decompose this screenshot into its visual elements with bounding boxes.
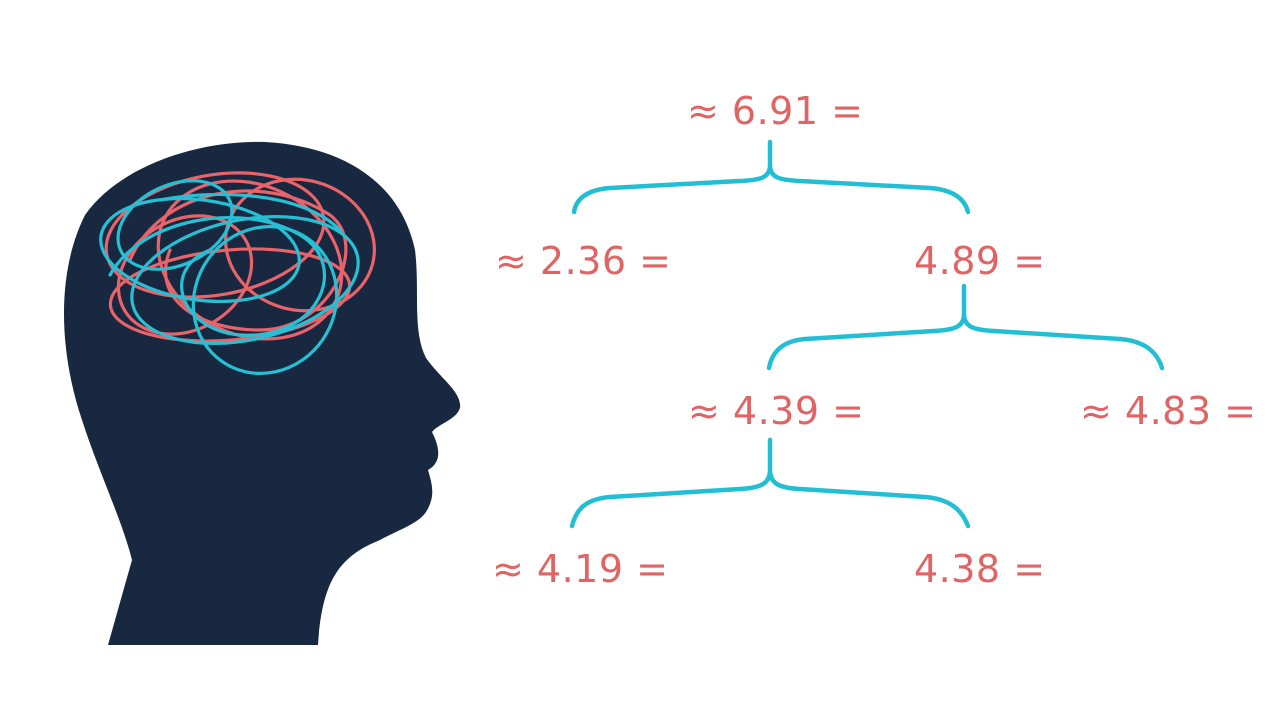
node-level3-left: ≈ 4.19 =	[492, 547, 669, 591]
brace-root	[571, 139, 971, 215]
head-silhouette-icon	[63, 141, 461, 645]
node-root: ≈ 6.91 =	[687, 89, 864, 133]
tangled-thoughts-icon	[99, 171, 376, 375]
brace-level2-left	[569, 437, 971, 529]
brace-level1-right	[766, 283, 1165, 371]
node-level1-right: 4.89 =	[914, 239, 1046, 283]
node-level2-left: ≈ 4.39 =	[688, 389, 865, 433]
node-level1-left: ≈ 2.36 =	[495, 239, 672, 283]
node-level3-right: 4.38 =	[914, 547, 1046, 591]
node-level2-right: ≈ 4.83 =	[1080, 389, 1257, 433]
